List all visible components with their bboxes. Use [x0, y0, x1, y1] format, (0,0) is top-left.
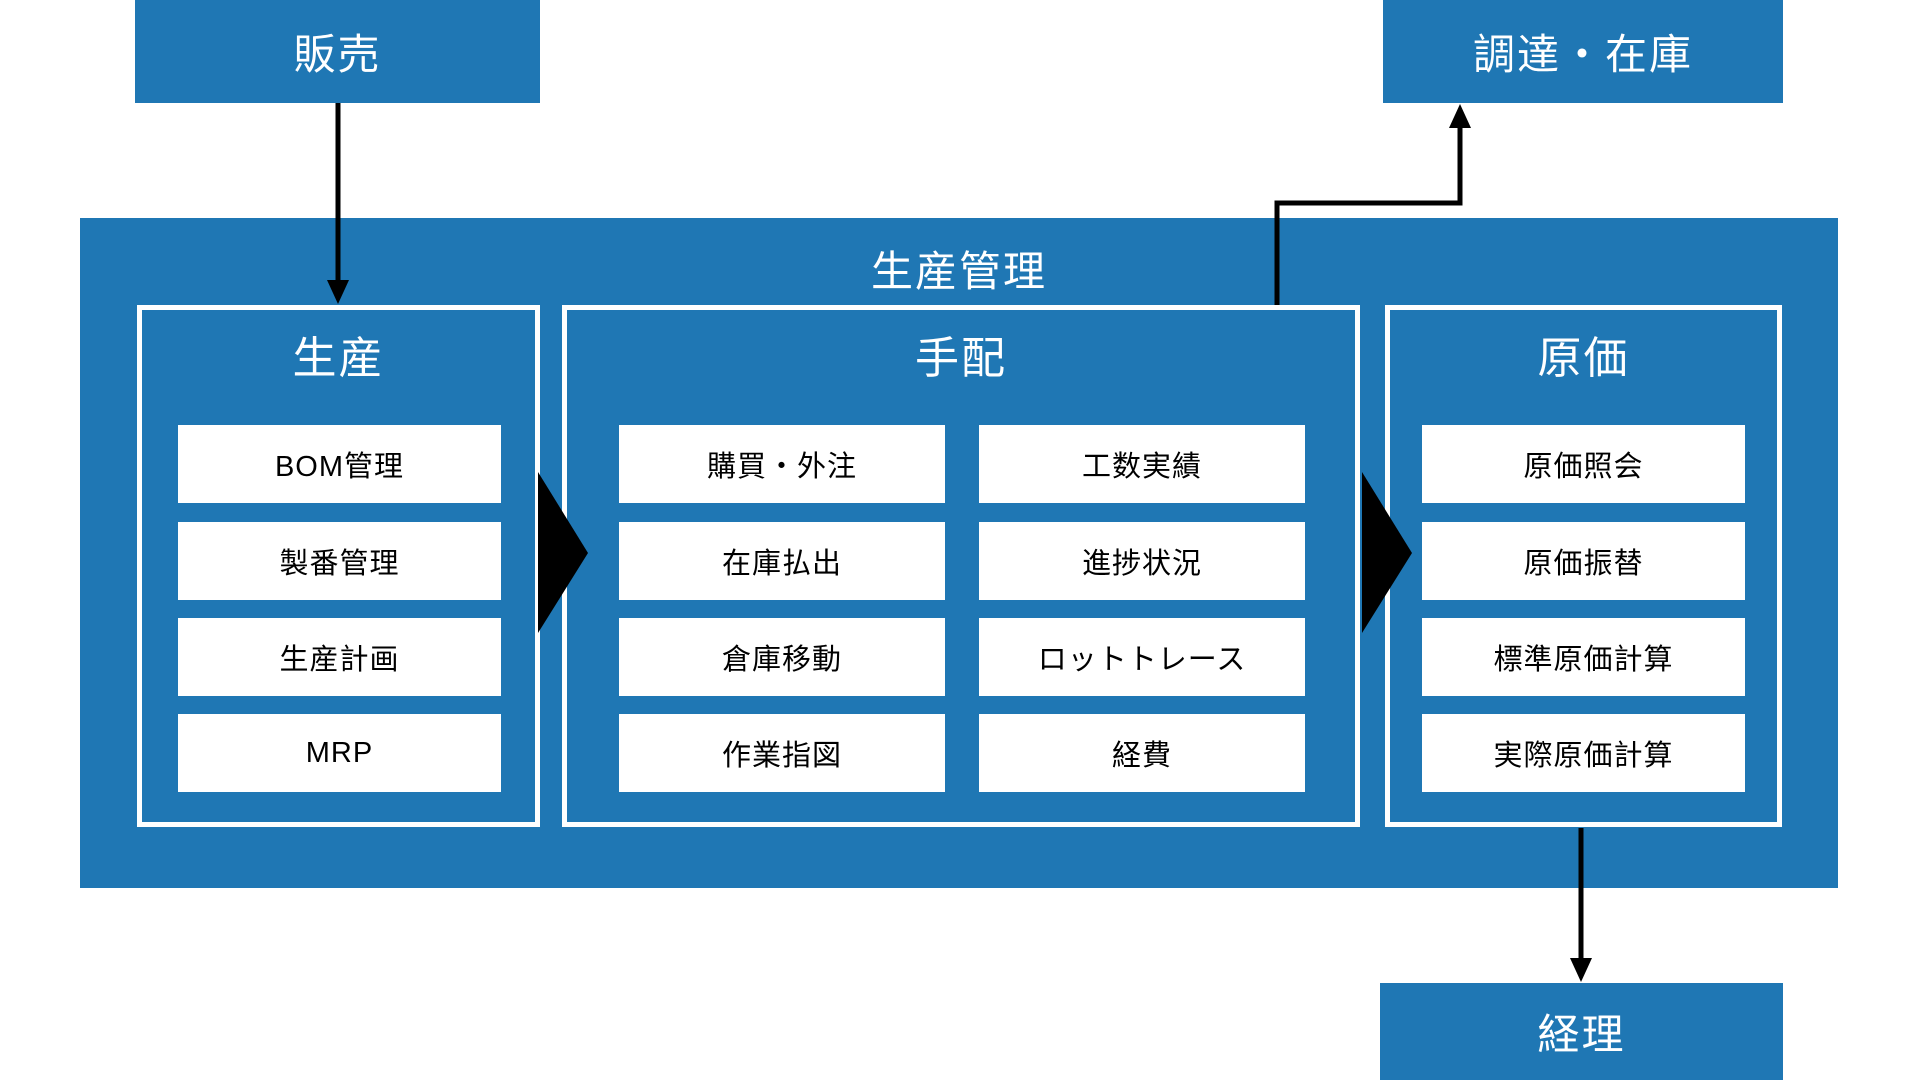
item-actual-costing: 実際原価計算: [1422, 714, 1745, 792]
item-warehouse-transfer: 倉庫移動: [619, 618, 945, 696]
section-cost-title: 原価: [1537, 334, 1630, 383]
node-accounting-label: 経理: [1537, 1011, 1626, 1058]
item-cost-transfer: 原価振替: [1422, 522, 1745, 600]
section-production-title: 生産: [292, 334, 385, 383]
node-procurement-inventory-label: 調達・在庫: [1472, 31, 1693, 78]
node-accounting: 経理: [1380, 983, 1783, 1080]
node-sales: 販売: [135, 0, 540, 103]
section-arrangement: 手配 購買・外注 在庫払出 倉庫移動 作業指図 工数実績 進捗状況 ロットトレー…: [562, 305, 1360, 827]
item-cost-inquiry: 原価照会: [1422, 425, 1745, 503]
container-title: 生産管理: [870, 248, 1047, 295]
section-arrangement-title: 手配: [915, 334, 1007, 383]
item-expenses: 経費: [979, 714, 1305, 792]
arrow-arrangement-to-procurement-head: [1449, 104, 1471, 128]
item-seiban-management: 製番管理: [178, 522, 501, 600]
arrow-cost-to-accounting-head: [1570, 958, 1592, 982]
item-manhour-results: 工数実績: [979, 425, 1305, 503]
item-mrp: MRP: [178, 714, 501, 792]
item-bom-management: BOM管理: [178, 425, 501, 503]
section-cost: 原価 原価照会 原価振替 標準原価計算 実際原価計算: [1385, 305, 1782, 827]
item-work-instruction: 作業指図: [619, 714, 945, 792]
item-lot-trace: ロットトレース: [979, 618, 1305, 696]
item-inventory-issue: 在庫払出: [619, 522, 945, 600]
node-sales-label: 販売: [293, 31, 382, 78]
item-standard-costing: 標準原価計算: [1422, 618, 1745, 696]
item-production-planning: 生産計画: [178, 618, 501, 696]
item-purchasing-outsourcing: 購買・外注: [619, 425, 945, 503]
production-management-container: 生産管理 生産 BOM管理 製番管理 生産計画 MRP 手配 購買・外注 在庫払…: [80, 218, 1838, 888]
item-progress-status: 進捗状況: [979, 522, 1305, 600]
section-production: 生産 BOM管理 製番管理 生産計画 MRP: [137, 305, 540, 827]
node-procurement-inventory: 調達・在庫: [1383, 0, 1783, 103]
